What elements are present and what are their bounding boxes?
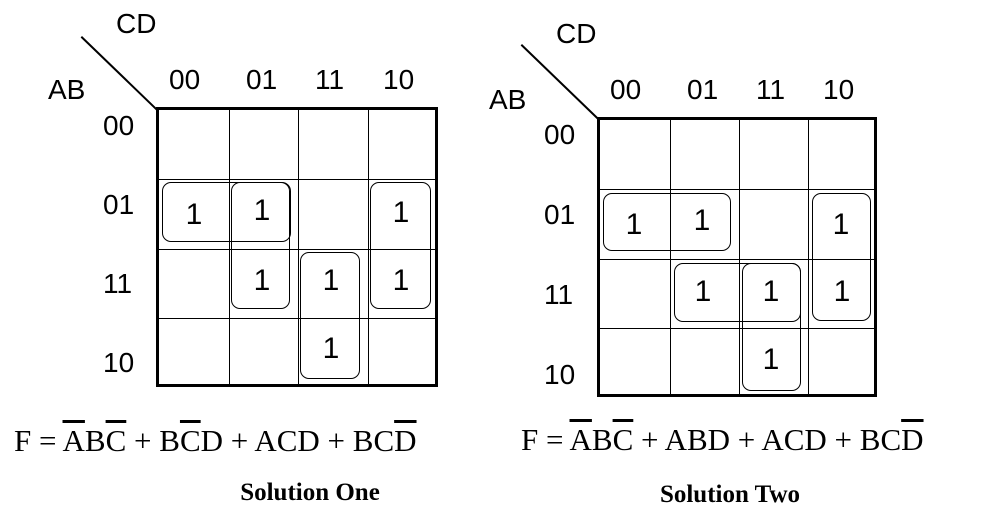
row-header: 00 — [544, 119, 576, 150]
row-header: 11 — [544, 279, 574, 310]
col-header: 00 — [610, 74, 642, 105]
cell-value: 1 — [185, 198, 203, 231]
col-header: 10 — [823, 74, 855, 105]
col-variable-label: CD — [116, 8, 157, 39]
row-variable-label: AB — [48, 74, 86, 105]
cell-value: 1 — [253, 194, 271, 227]
col-header: 01 — [687, 74, 719, 105]
group-loop — [370, 182, 431, 309]
cell-value: 1 — [322, 332, 340, 365]
col-header: 01 — [246, 64, 278, 95]
group-loop — [231, 182, 290, 309]
cell-value: 1 — [322, 264, 340, 297]
solution-caption: Solution Two — [659, 481, 801, 508]
cell-value: 1 — [694, 275, 712, 308]
group-loop — [162, 182, 291, 242]
group-loop — [603, 193, 731, 251]
cell-value: 1 — [762, 275, 780, 308]
row-header: 01 — [103, 189, 135, 220]
col-header: 10 — [383, 64, 415, 95]
kmap-diagonal — [520, 44, 600, 121]
group-loop — [812, 193, 871, 321]
group-loop — [742, 263, 801, 391]
kmap-grid — [156, 107, 438, 387]
cell-value: 1 — [832, 208, 850, 241]
col-header: 11 — [315, 64, 345, 95]
kmap-grid — [597, 117, 877, 397]
row-header: 10 — [544, 359, 576, 390]
solution-caption: Solution One — [240, 479, 380, 506]
row-header: 11 — [103, 268, 133, 299]
col-variable-label: CD — [556, 18, 597, 49]
col-header: 11 — [756, 74, 786, 105]
boolean-expression: F = ABC + ABD + ACD + BCD — [521, 422, 924, 457]
row-header: 00 — [103, 110, 135, 141]
cell-value: 1 — [833, 275, 851, 308]
cell-value: 1 — [253, 264, 271, 297]
row-header: 10 — [103, 347, 135, 378]
row-header: 01 — [544, 199, 576, 230]
group-loop — [300, 252, 360, 379]
row-variable-label: AB — [489, 84, 527, 115]
cell-value: 1 — [625, 208, 643, 241]
cell-value: 1 — [693, 204, 711, 237]
cell-value: 1 — [762, 343, 780, 376]
boolean-expression: F = ABC + BCD + ACD + BCD — [14, 423, 417, 458]
col-header: 00 — [169, 64, 201, 95]
cell-value: 1 — [392, 196, 410, 229]
cell-value: 1 — [392, 264, 410, 297]
